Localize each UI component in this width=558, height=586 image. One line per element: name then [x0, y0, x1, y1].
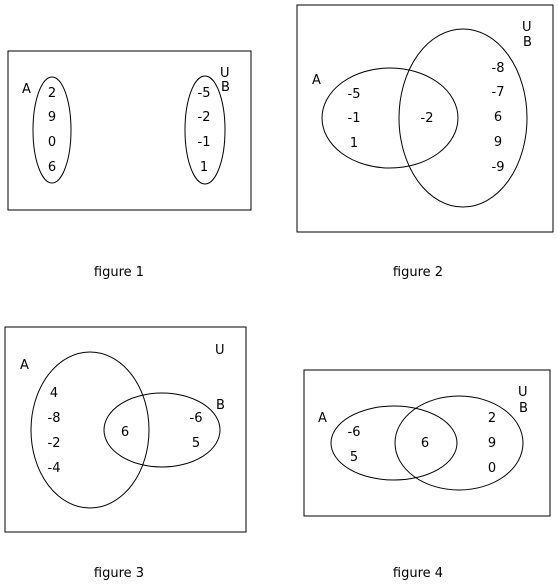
set-a-ellipse: [330, 405, 458, 481]
b-element: -8: [492, 61, 505, 76]
universe-box: [7, 50, 252, 211]
a-element: -4: [48, 461, 61, 476]
set-a-ellipse: [321, 67, 459, 169]
a-element: -1: [348, 111, 361, 126]
figure-4: A U B -6 5 6 2 9 0 figure 4: [303, 369, 551, 581]
set-b-ellipse: [103, 392, 221, 468]
intersection-element: 6: [421, 436, 429, 451]
a-element: 0: [48, 135, 56, 150]
figure-1: A U B 2 9 0 6 -5 -2 -1 1 figure 1: [7, 50, 252, 280]
b-element: -2: [198, 110, 211, 125]
b-element: 2: [488, 411, 496, 426]
universe-label: U: [215, 343, 225, 358]
universe-box: [303, 369, 551, 517]
b-element: -1: [198, 135, 211, 150]
set-a-label: A: [20, 358, 29, 373]
a-element: -5: [348, 87, 361, 102]
figure-caption: figure 1: [94, 265, 144, 280]
figure-caption: figure 3: [94, 566, 144, 581]
universe-label: U: [522, 20, 532, 35]
a-element: 2: [48, 86, 56, 101]
a-element: -8: [48, 411, 61, 426]
intersection-element: 6: [121, 425, 129, 440]
figure-caption: figure 2: [393, 265, 443, 280]
figure-caption: figure 4: [393, 566, 443, 581]
universe-label: U: [518, 385, 528, 400]
a-element: -6: [348, 425, 361, 440]
set-b-label: B: [523, 35, 532, 50]
set-b-ellipse: [184, 75, 226, 185]
b-element: -7: [492, 85, 505, 100]
a-element: 4: [50, 386, 58, 401]
universe-box: [4, 326, 247, 533]
b-element: 1: [200, 160, 208, 175]
set-a-label: A: [312, 73, 321, 88]
b-element: 9: [494, 135, 502, 150]
b-element: 9: [488, 436, 496, 451]
set-b-label: B: [519, 401, 528, 416]
set-a-ellipse: [30, 351, 150, 509]
set-b-ellipse: [398, 28, 528, 208]
b-element: -5: [198, 86, 211, 101]
set-a-ellipse: [32, 76, 72, 184]
b-element: 6: [494, 110, 502, 125]
b-element: -6: [190, 411, 203, 426]
a-element: -2: [48, 436, 61, 451]
set-a-label: A: [318, 411, 327, 426]
set-a-label: A: [22, 82, 31, 97]
a-element: 5: [350, 450, 358, 465]
b-element: 0: [488, 461, 496, 476]
universe-box: [296, 4, 554, 233]
intersection-element: -2: [421, 111, 434, 126]
a-element: 9: [48, 110, 56, 125]
b-element: -9: [492, 160, 505, 175]
set-b-label: B: [221, 80, 230, 95]
figure-3: A U B 4 -8 -2 -4 6 -6 5 figure 3: [4, 326, 247, 581]
a-element: 6: [48, 160, 56, 175]
b-element: 5: [192, 436, 200, 451]
figure-2: A U B -5 -1 1 -2 -8 -7 6 9 -9 figure 2: [296, 4, 554, 280]
a-element: 1: [350, 136, 358, 151]
set-b-ellipse: [394, 395, 524, 491]
set-b-label: B: [216, 398, 225, 413]
universe-label: U: [220, 66, 230, 81]
